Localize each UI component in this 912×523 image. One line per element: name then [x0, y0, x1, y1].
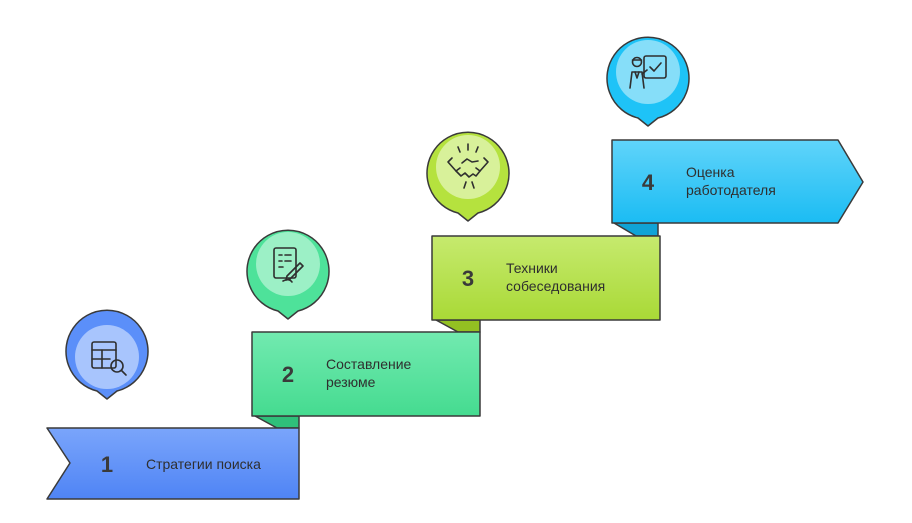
step-1: 1 Стратегии поиска: [46, 427, 300, 500]
step-1-fold: [254, 415, 300, 429]
step-4-pin: [606, 36, 690, 127]
employer-review-icon: [629, 55, 667, 89]
step-3-label-line-1: Техники: [506, 260, 558, 276]
step-4-label-line-2: работодателя: [686, 182, 776, 198]
step-2-fold: [435, 319, 481, 333]
step-3-label-line-2: собеседования: [506, 278, 605, 294]
handshake-icon: [447, 143, 489, 189]
step-3-pin: [426, 131, 510, 222]
step-3: 3 Техники собеседования: [431, 235, 661, 321]
step-4-label-line-1: Оценка: [686, 164, 735, 180]
step-1-pin: [65, 309, 149, 400]
step-3-fold: [613, 222, 659, 237]
table-search-icon: [91, 341, 127, 376]
step-2-label: Составление резюме: [326, 356, 415, 390]
step-3-label: Техники собеседования: [506, 260, 605, 294]
step-4-label: Оценка работодателя: [686, 164, 776, 198]
step-2: 2 Составление резюме: [251, 331, 481, 417]
step-2-label-line-1: Составление: [326, 356, 412, 372]
step-4-number: 4: [642, 170, 655, 195]
step-2-number: 2: [282, 362, 294, 387]
step-3-number: 3: [462, 266, 474, 291]
step-2-label-line-2: резюме: [326, 374, 376, 390]
resume-edit-icon: [273, 247, 304, 283]
step-1-label-line-1: Стратегии поиска: [146, 456, 261, 472]
step-2-pin: [246, 229, 330, 320]
step-1-number: 1: [101, 452, 113, 477]
step-4: 4 Оценка работодателя: [611, 139, 864, 224]
step-1-label: Стратегии поиска: [146, 456, 261, 472]
